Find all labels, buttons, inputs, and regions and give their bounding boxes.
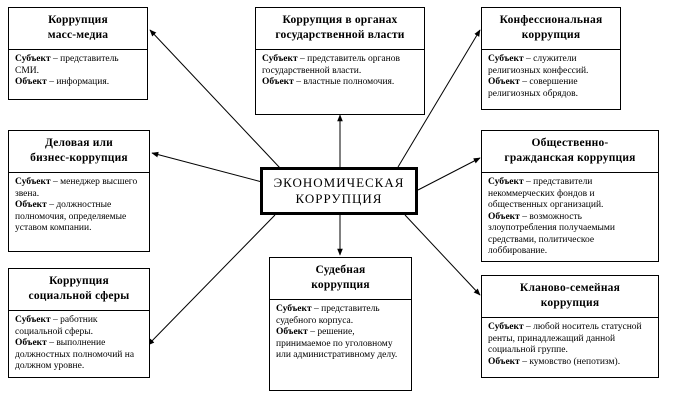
box-body: Субъект – служители религиозных конфесси… <box>482 50 620 104</box>
arrow-to-social <box>147 214 276 346</box>
subject-text: – представитель органов государственной … <box>262 54 400 76</box>
object-label: Объект <box>262 77 294 87</box>
object-text: – властные полномочия. <box>293 77 395 87</box>
subject-text: – работник социальной сферы. <box>15 315 98 337</box>
box-body: Субъект – представитель СМИ. Объект – ин… <box>9 50 147 93</box>
subject-label: Субъект <box>276 304 312 314</box>
arrow-to-business <box>151 151 263 183</box>
box-title-line: коррупция <box>521 29 581 41</box>
box-clan: Клановo-семейная коррупция Субъект – люб… <box>481 275 659 378</box>
box-mass-media: Коррупция масс-медиа Субъект – представи… <box>8 7 148 100</box>
box-social: Коррупция социальной сферы Субъект – раб… <box>8 268 150 378</box>
subject-text: – представитель судебного корпуса. <box>276 304 380 326</box>
center-node-economic-corruption: ЭКОНОМИЧЕСКАЯ КОРРУПЦИЯ <box>260 167 418 215</box>
object-label: Объект <box>276 327 308 337</box>
box-business: Деловая или бизнес-коррупция Субъект – м… <box>8 130 150 252</box>
arrow-to-mass-media <box>149 29 281 169</box>
box-civil: Общественно- гражданская коррупция Субъе… <box>481 130 659 262</box>
box-title-line: социальной сферы <box>28 290 130 302</box>
subject-label: Субъект <box>488 54 524 64</box>
object-text: – кумовство (непотизм). <box>519 356 621 367</box>
object-label: Объект <box>15 200 47 210</box>
box-body: Субъект – представитель судебного корпус… <box>270 300 411 366</box>
center-title-line: ЭКОНОМИЧЕСКАЯ <box>273 175 405 190</box>
box-title-line: Деловая или <box>44 137 114 149</box>
box-title-line: Конфессиональная <box>499 14 603 26</box>
box-title-line: Судебная <box>315 264 366 276</box>
box-title-line: коррупция <box>540 297 600 309</box>
box-title: Конфессиональная коррупция <box>482 8 620 50</box>
box-body: Субъект – представители некоммерческих ф… <box>482 173 658 262</box>
center-title-line: КОРРУПЦИЯ <box>295 191 383 206</box>
box-government: Коррупция в органах государственной влас… <box>255 7 425 115</box>
subject-label: Субъект <box>15 315 51 325</box>
box-title-line: Общественно- <box>531 137 609 149</box>
box-title-line: Коррупция <box>48 14 108 26</box>
box-title-line: Клановo-семейная <box>519 282 621 294</box>
subject-label: Субъект <box>262 54 298 64</box>
subject-text: – представители некоммерческих фондов и … <box>488 177 604 210</box>
object-label: Объект <box>488 77 520 87</box>
arrow-to-clan <box>404 214 481 296</box>
box-title: Коррупция в органах государственной влас… <box>256 8 424 50</box>
box-title-line: коррупция <box>311 279 370 291</box>
box-title: Судебная коррупция <box>270 258 411 300</box>
box-body: Субъект – представитель органов государс… <box>256 50 424 93</box>
box-body: Субъект – менеджер высшего звена. Объект… <box>9 173 149 239</box>
subject-label: Субъект <box>488 177 524 187</box>
box-body: Субъект – работник социальной сферы. Объ… <box>9 311 149 377</box>
box-title-line: государственной власти <box>275 29 405 41</box>
subject-label: Субъект <box>15 177 51 187</box>
subject-text: – представитель СМИ. <box>15 54 119 76</box>
box-title-line: Коррупция в органах <box>282 14 398 26</box>
box-title: Коррупция социальной сферы <box>9 269 149 311</box>
object-label: Объект <box>15 338 47 348</box>
subject-text: – менеджер высшего звена. <box>15 177 138 199</box>
object-text: – выполнение должностных полномочий на д… <box>15 338 135 371</box>
subject-label: Субъект <box>488 322 524 332</box>
box-body: Субъект – любой носитель статусной ренты… <box>482 318 658 372</box>
box-title: Коррупция масс-медиа <box>9 8 147 50</box>
object-text: – возможность злоупотребления получаемым… <box>488 211 615 257</box>
box-title-line: масс-медиа <box>47 29 109 41</box>
object-text: – совершение религиозных обрядов. <box>488 77 579 99</box>
subject-text: – любой носитель статусной ренты, принад… <box>488 322 642 355</box>
box-title-line: бизнес-коррупция <box>30 152 128 164</box>
object-label: Объект <box>15 77 47 87</box>
box-confessional: Конфессиональная коррупция Субъект – слу… <box>481 7 621 110</box>
object-text: – должностные полномочия, определяемые у… <box>15 200 127 233</box>
subject-label: Субъект <box>15 54 51 64</box>
object-label: Объект <box>488 211 520 222</box>
arrow-to-civil <box>417 157 481 191</box>
object-label: Объект <box>488 356 520 367</box>
box-title-line: Коррупция <box>49 275 109 287</box>
subject-text: – служители религиозных конфессий. <box>488 54 589 76</box>
box-title: Клановo-семейная коррупция <box>482 276 658 318</box>
object-text: – информация. <box>46 77 110 87</box>
box-title: Деловая или бизнес-коррупция <box>9 131 149 173</box>
box-title: Общественно- гражданская коррупция <box>482 131 658 173</box>
box-title-line: гражданская коррупция <box>504 152 636 164</box>
arrow-to-confessional <box>397 29 481 168</box>
box-judicial: Судебная коррупция Субъект – представите… <box>269 257 412 391</box>
object-text: – решение, принимаемое по уголовному или… <box>276 327 398 360</box>
